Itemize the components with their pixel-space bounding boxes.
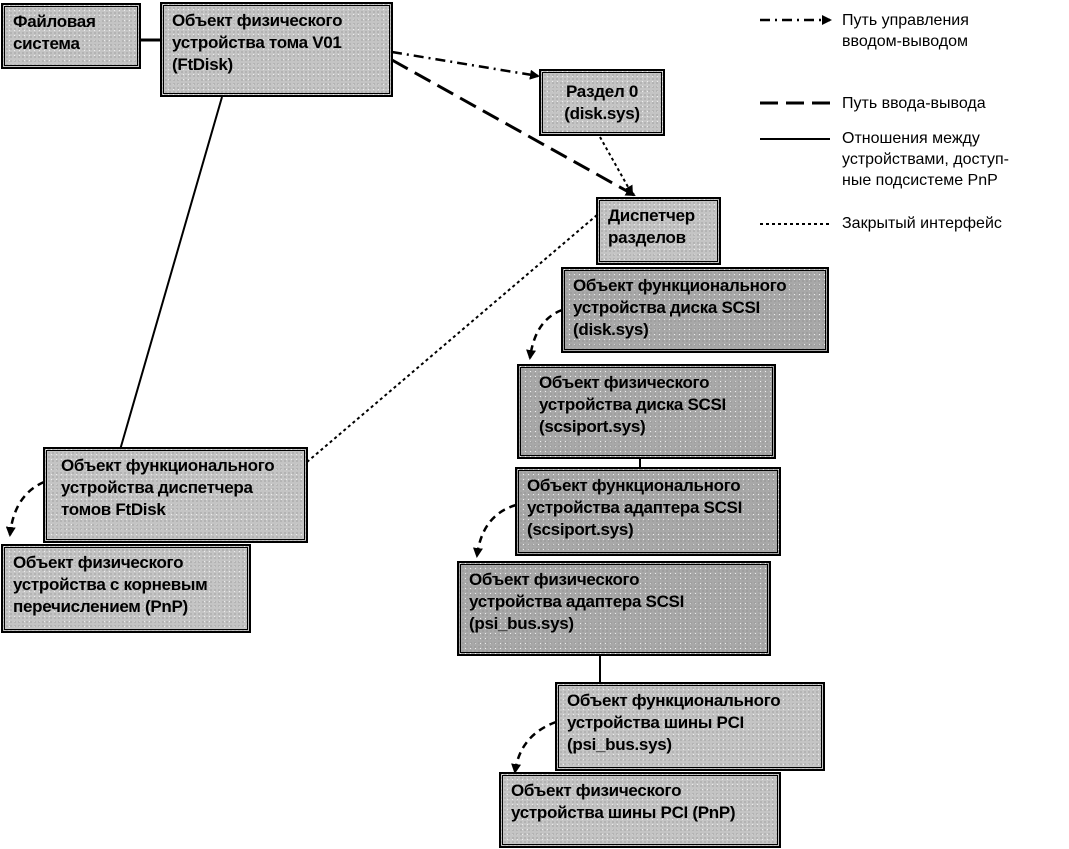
pci-fdo-box: Объект функционального устройства шины P… xyxy=(555,682,825,771)
io-control-path xyxy=(391,50,540,80)
io-path xyxy=(391,58,636,197)
legend-private-interface: Закрытый интерфейс xyxy=(842,215,1002,232)
pci-pdo-box: Объект физического устройства шины PCI (… xyxy=(499,772,781,848)
pci-attach-arrow xyxy=(511,720,557,774)
legend-pnp-relations: Отношения между устройствами, доступ- ны… xyxy=(842,130,1009,189)
scsi-disk-fdo-box: Объект функционального устройства диска … xyxy=(561,267,829,353)
scsi-disk-pdo-box: Объект физического устройства диска SCSI… xyxy=(517,364,776,459)
ftdisk-attach-arrow xyxy=(5,480,45,537)
legend-io-path: Путь ввода-вывода xyxy=(842,95,986,112)
scsi-disk-attach-arrow xyxy=(526,308,563,360)
volume-to-ftdisk-line xyxy=(119,96,223,451)
partition-private-link xyxy=(599,136,633,196)
root-pdo-box: Объект физического устройства с корневым… xyxy=(1,544,251,633)
partition0-box: Раздел 0 (disk.sys) xyxy=(539,69,665,136)
scsi-adapter-pdo-box: Объект физического устройства адаптера S… xyxy=(457,561,771,656)
ftdisk-fdo-box: Объект функционального устройства диспет… xyxy=(43,447,308,543)
legend-io-control-path: Путь управления вводом-выводом xyxy=(842,12,969,50)
filesystem-box: Файловая система xyxy=(1,3,141,69)
volume-pdo-box: Объект физического устройства тома V01 (… xyxy=(160,2,393,97)
scsi-adapter-attach-arrow xyxy=(473,503,517,558)
scsi-adapter-fdo-box: Объект функционального устройства адапте… xyxy=(515,467,781,556)
partition-manager-box: Диспетчер разделов xyxy=(596,197,721,265)
